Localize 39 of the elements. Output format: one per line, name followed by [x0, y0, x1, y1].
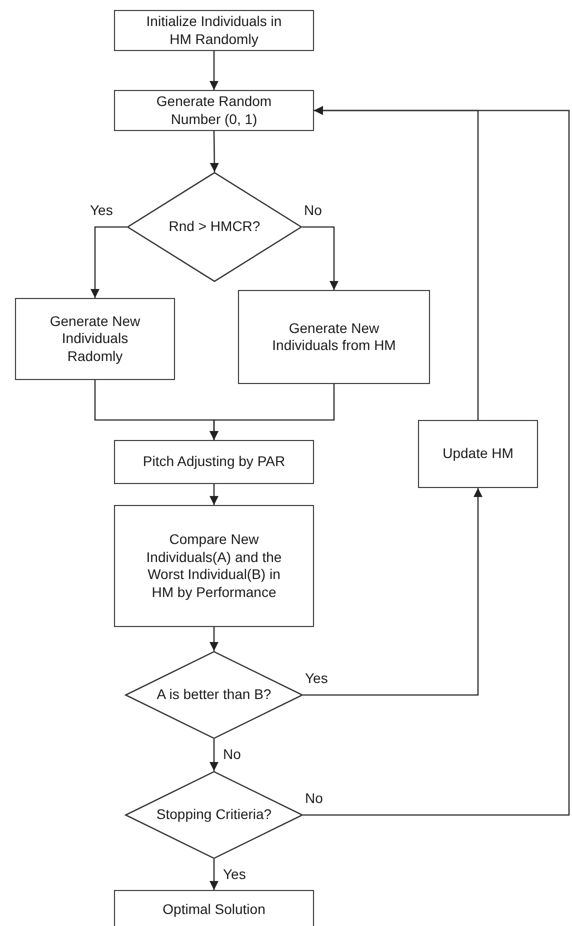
decision-diamond — [125, 771, 303, 859]
process-box — [114, 440, 314, 484]
process-box — [114, 890, 314, 926]
decision-diamond — [125, 651, 303, 739]
edge-label: Yes — [222, 866, 247, 880]
process-box — [114, 90, 314, 131]
node-text: Rnd > HMCR? — [168, 218, 262, 236]
edge-label: No — [222, 747, 242, 761]
arrow — [210, 484, 218, 505]
node-text: Update HM — [442, 445, 514, 463]
edge-label: No — [303, 203, 323, 217]
arrow — [303, 106, 570, 816]
node-text: Pitch Adjusting by PAR — [142, 453, 286, 471]
node-text: Initialize Individuals in HM Randomly — [145, 13, 283, 48]
node-text: Stopping Critieria? — [155, 806, 273, 824]
node-text: Generate New Individuals Radomly — [48, 312, 142, 366]
process-box — [114, 10, 314, 51]
arrow — [210, 859, 218, 890]
arrow — [210, 739, 218, 771]
decision-diamond — [127, 172, 302, 282]
node-text: Generate New Individuals from HM — [271, 320, 397, 354]
arrow — [303, 488, 482, 696]
edge-label: No — [304, 791, 324, 805]
arrow — [210, 131, 219, 172]
process-box — [418, 420, 538, 488]
process-box — [15, 298, 175, 380]
node-text: Optimal Solution — [162, 901, 266, 919]
arrow — [210, 627, 218, 651]
node-text: Generate Random Number (0, 1) — [155, 93, 273, 128]
arrow — [302, 226, 338, 290]
node-text: A is better than B? — [156, 686, 272, 704]
arrow — [210, 51, 218, 90]
node-text: Compare New Individuals(A) and the Worst Individual(B) in HM by Performance — [145, 531, 283, 601]
arrow — [210, 384, 335, 440]
arrow — [90, 226, 127, 298]
process-box — [238, 290, 430, 384]
edge-label: Yes — [89, 203, 114, 217]
process-box — [114, 505, 314, 627]
edge-label: Yes — [304, 671, 329, 685]
